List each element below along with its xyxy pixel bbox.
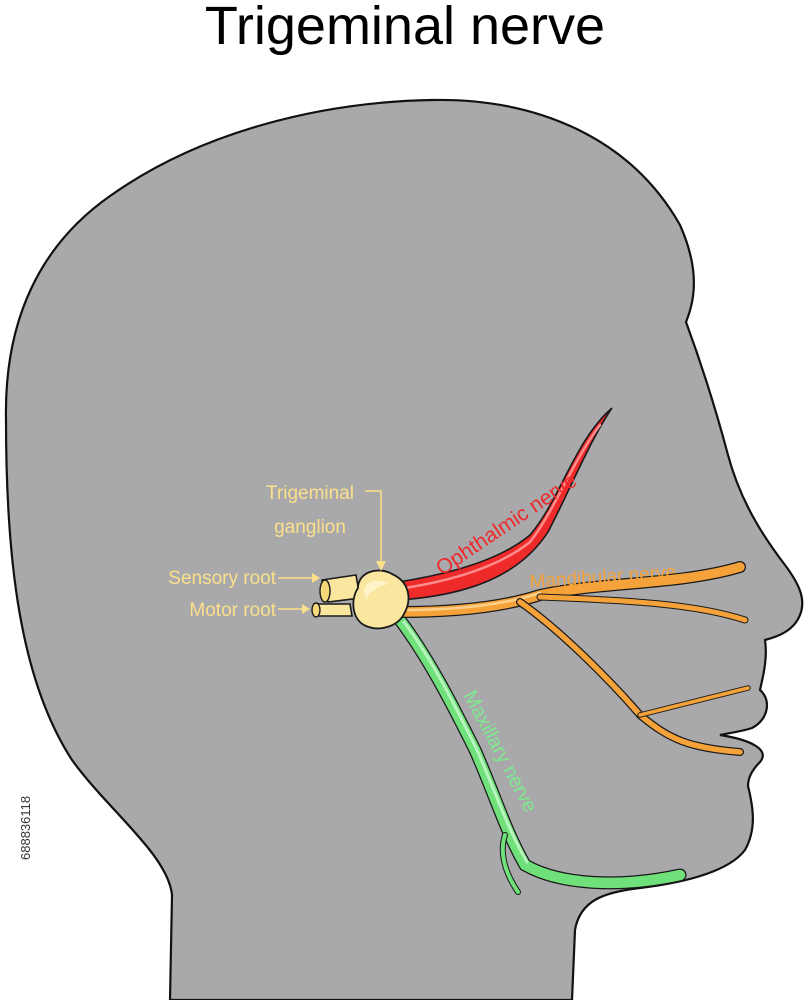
motor-root [311,602,353,618]
ganglion-leader [365,490,386,571]
sensory-root-arrow [278,573,320,583]
ophthalmic-nerve-body [397,407,613,601]
trigeminal-ganglion [352,569,410,630]
ophthalmic-nerve [397,407,613,601]
maxillary-nerve [393,613,687,895]
head-silhouette [4,98,804,1000]
motor-root-label: Motor root [189,600,276,621]
sensory-root-label: Sensory root [168,568,276,589]
sensory-root [319,574,361,603]
mandibular-nerve [394,561,751,756]
motor-root-arrow [278,604,310,614]
ganglion-label-line1: Trigeminal [266,483,354,504]
ganglion-label-line2: ganglion [274,517,346,538]
diagram-title: Trigeminal nerve [205,0,605,56]
stock-id: 688836118 [18,796,33,860]
